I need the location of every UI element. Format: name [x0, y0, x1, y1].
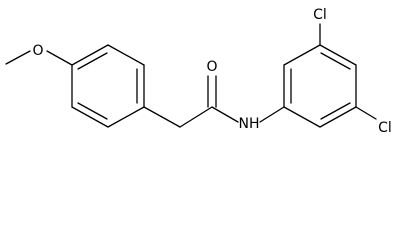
bond-methyl-oxygen — [5, 50, 31, 65]
bond-ring1-e — [71, 106, 109, 128]
bond-ring2-e-inner — [320, 102, 351, 120]
atom-label-chlorine-top: Cl — [313, 7, 327, 23]
bond-ring2-c — [319, 44, 357, 66]
bond-ring-ch2 — [143, 106, 181, 128]
bond-ring1-e-inner — [77, 102, 108, 120]
bond-ch2-carbonyl — [179, 106, 213, 128]
bond-group — [5, 23, 377, 128]
atom-label-group: O O NH Cl Cl — [32, 7, 391, 136]
bond-ring2-e — [319, 106, 357, 128]
bond-oxygen-ring — [46, 50, 73, 66]
bond-carbonyl-nitrogen — [211, 106, 239, 123]
molecule-structure: O O NH Cl Cl — [5, 7, 392, 136]
atom-label-amide-nitrogen: NH — [239, 116, 260, 132]
bond-ring2-b — [283, 44, 321, 66]
bond-ring2-f — [283, 106, 321, 128]
atom-label-chlorine-bottom: Cl — [378, 120, 392, 136]
atom-label-ether-oxygen: O — [32, 43, 43, 59]
atom-label-carbonyl-oxygen: O — [206, 59, 217, 75]
bond-ring2-c-inner — [320, 52, 351, 70]
bond-ring1-b — [107, 44, 145, 66]
bond-ring1-a-inner — [77, 52, 108, 70]
bond-ring1-a — [71, 44, 109, 66]
bond-nitrogen-ring — [259, 106, 285, 123]
bond-ring1-d — [107, 106, 145, 128]
bond-ring-cl-bottom — [355, 106, 377, 120]
